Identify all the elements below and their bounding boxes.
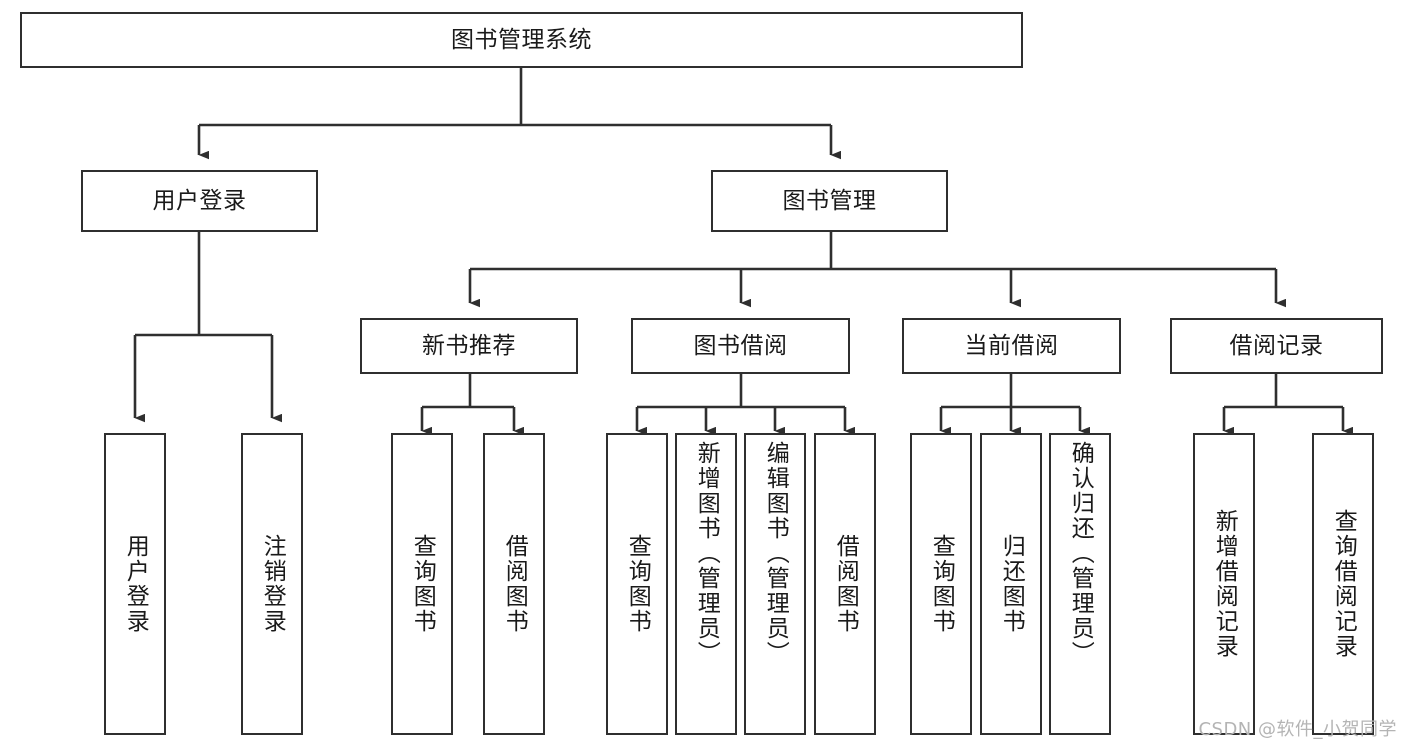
node-current-borrow[interactable]: 当前借阅	[902, 318, 1121, 374]
node-borrow-record-label: 借阅记录	[1229, 332, 1324, 359]
node-leaf-user-login[interactable]: 用户登录	[104, 433, 166, 735]
node-leaf-borrow-book-label: 借阅图书	[832, 534, 859, 634]
node-leaf-query-borrow-record[interactable]: 查询借阅记录	[1312, 433, 1374, 735]
node-leaf-confirm-return-label: 确认归还（管理员）	[1067, 441, 1094, 666]
node-leaf-query-book-current-label: 查询图书	[928, 534, 955, 634]
node-borrow-record[interactable]: 借阅记录	[1170, 318, 1383, 374]
node-leaf-add-borrow-record[interactable]: 新增借阅记录	[1193, 433, 1255, 735]
node-leaf-return-book[interactable]: 归还图书	[980, 433, 1042, 735]
node-leaf-logout-login[interactable]: 注销登录	[241, 433, 303, 735]
node-book-management[interactable]: 图书管理	[711, 170, 948, 232]
node-book-borrow[interactable]: 图书借阅	[631, 318, 850, 374]
node-leaf-borrow-book[interactable]: 借阅图书	[814, 433, 876, 735]
node-leaf-query-borrow-record-label: 查询借阅记录	[1330, 509, 1357, 659]
node-new-book-recommend-label: 新书推荐	[422, 332, 516, 359]
node-root-book-management-system[interactable]: 图书管理系统	[20, 12, 1023, 68]
node-leaf-edit-book-label: 编辑图书（管理员）	[762, 441, 789, 666]
node-leaf-confirm-return[interactable]: 确认归还（管理员）	[1049, 433, 1111, 735]
node-current-borrow-label: 当前借阅	[964, 332, 1059, 359]
node-user-login[interactable]: 用户登录	[81, 170, 318, 232]
node-root-label: 图书管理系统	[451, 26, 592, 53]
node-leaf-add-book[interactable]: 新增图书（管理员）	[675, 433, 737, 735]
node-leaf-add-borrow-record-label: 新增借阅记录	[1211, 509, 1238, 659]
node-leaf-user-login-label: 用户登录	[122, 534, 149, 634]
node-leaf-borrow-book-recommend[interactable]: 借阅图书	[483, 433, 545, 735]
node-leaf-logout-login-label: 注销登录	[259, 534, 286, 634]
node-leaf-return-book-label: 归还图书	[998, 534, 1025, 634]
node-book-management-label: 图书管理	[782, 187, 877, 214]
node-leaf-add-book-label: 新增图书（管理员）	[693, 441, 720, 666]
node-leaf-query-book-borrow[interactable]: 查询图书	[606, 433, 668, 735]
node-leaf-query-book-recommend[interactable]: 查询图书	[391, 433, 453, 735]
node-leaf-query-book-current[interactable]: 查询图书	[910, 433, 972, 735]
node-user-login-label: 用户登录	[152, 187, 247, 214]
node-new-book-recommend[interactable]: 新书推荐	[360, 318, 578, 374]
node-leaf-query-book-recommend-label: 查询图书	[409, 534, 436, 634]
node-leaf-edit-book[interactable]: 编辑图书（管理员）	[744, 433, 806, 735]
node-book-borrow-label: 图书借阅	[693, 332, 788, 359]
node-leaf-borrow-book-recommend-label: 借阅图书	[501, 534, 528, 634]
node-leaf-query-book-borrow-label: 查询图书	[624, 534, 651, 634]
